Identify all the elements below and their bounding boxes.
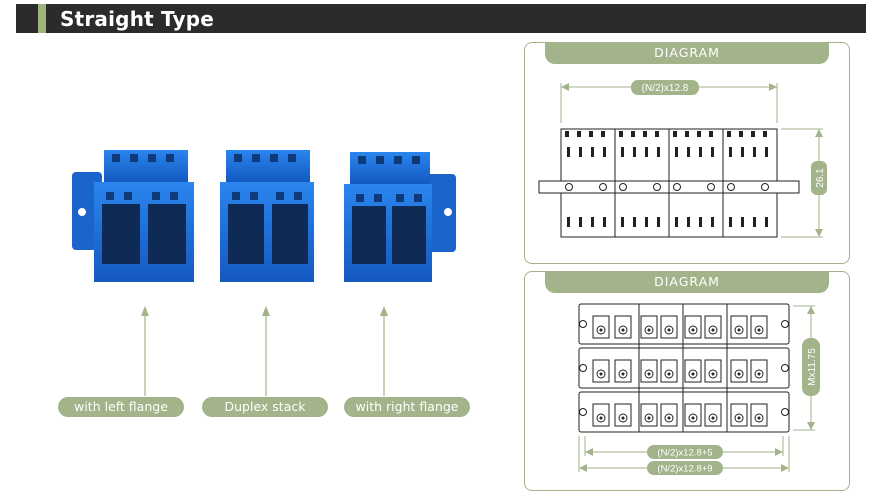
section-header: Straight Type xyxy=(16,4,866,33)
diagram-heading-bottom: DIAGRAM xyxy=(545,271,829,293)
product-photo xyxy=(72,150,456,282)
diagram-heading-top: DIAGRAM xyxy=(545,42,829,64)
height-label-top: 26.1 xyxy=(815,168,826,188)
adapter-duplex-stack xyxy=(220,150,314,282)
width-label-bottom-1: (N/2)x12.8+5 xyxy=(657,448,712,459)
callout-left-flange: with left flange xyxy=(58,397,184,417)
width-label-top: (N/2)x12.8 xyxy=(642,83,689,94)
callout-arrows xyxy=(141,306,388,396)
width-label-badge-bottom-2 xyxy=(647,461,723,475)
side-view-drawing: (N/2)x12.8 26.1 xyxy=(538,80,827,238)
adapter-left-flange xyxy=(72,150,194,282)
width-label-bottom-2: (N/2)x12.8+9 xyxy=(657,464,712,475)
section-title: Straight Type xyxy=(60,7,215,31)
height-label-bottom: Mx11.75 xyxy=(807,348,818,386)
adapter-right-flange xyxy=(344,152,456,282)
diagram-panel-top: DIAGRAM (N/2)x12.8 26.1 xyxy=(524,42,850,264)
header-accent-strip xyxy=(38,4,46,33)
diagram-panel-bottom: DIAGRAM xyxy=(524,271,850,491)
width-label-badge-bottom-1 xyxy=(647,445,723,459)
callout-right-flange: with right flange xyxy=(344,397,470,417)
width-label-badge-top xyxy=(631,80,699,95)
height-label-badge-bottom xyxy=(802,338,820,396)
front-view-drawing: Mx11.75 (N/2)x12.8+5 (N/2)x12.8+9 xyxy=(578,303,820,475)
callout-duplex-stack: Duplex stack xyxy=(202,397,328,417)
height-label-badge-top xyxy=(811,161,827,195)
